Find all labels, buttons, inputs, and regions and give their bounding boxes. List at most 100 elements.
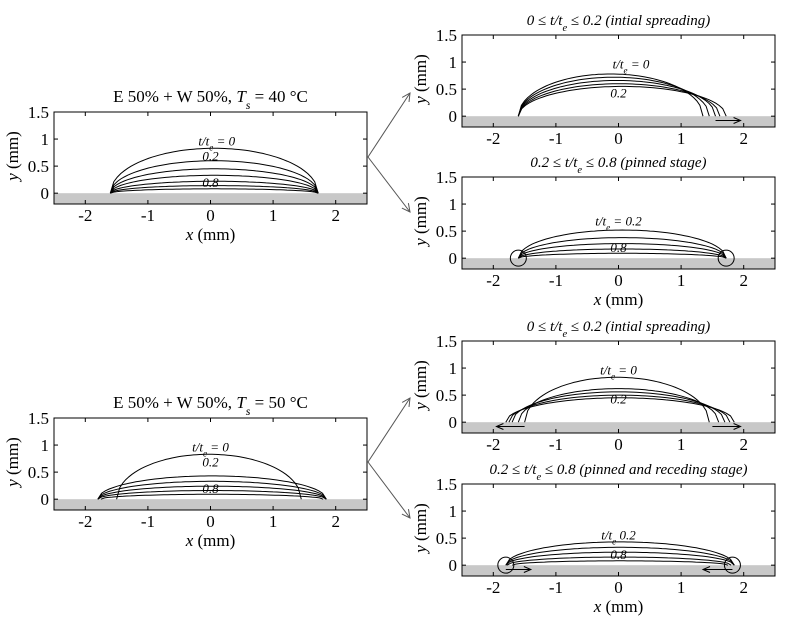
droplet-profile-4	[517, 83, 721, 117]
curve-label: 0.2	[202, 454, 219, 469]
y-tick-label: 1	[449, 53, 458, 72]
chart-title-part: 0.2 ≤	[530, 155, 564, 171]
y-tick-label: 0	[449, 413, 458, 432]
curve-label-part: e	[209, 142, 213, 152]
x-axis-label: x (mm)	[185, 531, 236, 550]
droplet-profile-5	[518, 252, 727, 259]
droplet-profile-1	[116, 453, 302, 500]
connector-arrow-top-upper-head	[401, 92, 411, 103]
y-tick-label: 0	[449, 249, 458, 268]
y-tick-label: 1.5	[436, 168, 457, 187]
droplet-profile-6	[110, 185, 319, 194]
curve-label-part: e	[612, 536, 616, 546]
y-tick-label: 1	[449, 502, 458, 521]
x-axis-label-part: (mm)	[193, 225, 235, 244]
y-tick-label: 1.5	[28, 103, 49, 122]
droplet-profile-1	[517, 73, 704, 117]
chart-title-part: e	[536, 472, 541, 483]
droplet-profile-5	[517, 85, 727, 117]
chart-title-part: e	[577, 165, 582, 176]
connector-arrow-bottom-upper-head	[401, 397, 411, 408]
x-tick-label: -1	[549, 129, 563, 148]
curve-label-part: t/t	[595, 213, 606, 228]
y-axis-label-part: (mm)	[3, 131, 22, 173]
y-tick-label: 0	[449, 556, 458, 575]
contact-line-circle-2	[717, 249, 735, 267]
x-tick-label: 1	[269, 512, 278, 531]
x-tick-label: 2	[331, 512, 340, 531]
droplet-profile-2	[97, 475, 327, 500]
y-tick-label: 0.5	[436, 222, 457, 241]
spreading-arrow-1	[505, 566, 533, 573]
chart-title-part: e	[562, 23, 567, 34]
connector-arrow-top-lower-head	[401, 203, 411, 213]
connector-arrow-top-lower	[367, 156, 411, 213]
x-tick-label: 0	[206, 512, 215, 531]
droplet-profile-3	[505, 551, 735, 566]
y-axis-label: y (mm)	[411, 503, 430, 555]
curve-label-part: 0.2	[202, 148, 219, 163]
y-tick-label: 1	[449, 359, 458, 378]
curve-label-part: = 0.2	[610, 213, 642, 228]
curve-label-part: e	[203, 448, 207, 458]
x-tick-label: 0	[614, 129, 623, 148]
y-axis-label-part: (mm)	[411, 196, 430, 238]
curve-label: 0.8	[202, 481, 219, 496]
y-axis-label-part: (mm)	[411, 503, 430, 545]
x-axis-label-part: (mm)	[193, 531, 235, 550]
droplet-profile-2	[517, 237, 727, 259]
droplet-profile-1	[524, 376, 710, 423]
chart-title-part: 0 ≤	[527, 13, 550, 29]
chart-title: 0.2 ≤ t/te ≤ 0.8 (pinned stage)	[530, 155, 706, 176]
curve-label-part: t/t	[600, 362, 611, 377]
curve-label-part: t/t	[198, 133, 209, 148]
curve-label-part: = 0	[615, 362, 637, 377]
curve-label-part: 0.2	[202, 454, 219, 469]
curve-label-part: 0.8	[610, 240, 627, 255]
contact-line-circle-2	[723, 556, 741, 574]
contact-line-circle-1	[497, 556, 515, 574]
curve-label: 0.2	[610, 85, 627, 100]
y-tick-label: 1	[41, 436, 50, 455]
chart-title-part: E 50% + W 50%,	[113, 87, 236, 106]
x-axis-label: x (mm)	[185, 225, 236, 244]
substrate-band	[462, 116, 775, 127]
droplet-profile-3	[97, 480, 327, 500]
curve-label: 0.2	[202, 148, 219, 163]
curve-label: t/te = 0	[198, 133, 235, 152]
y-tick-label: 1.5	[436, 26, 457, 45]
curve-label-part: = 0	[628, 56, 650, 71]
x-tick-label: -2	[486, 271, 500, 290]
x-tick-label: -2	[486, 435, 500, 454]
y-tick-label: 1.5	[28, 409, 49, 428]
x-tick-label: 1	[677, 578, 686, 597]
spreading-arrow-2	[701, 566, 733, 573]
droplet-profile-4	[506, 556, 732, 566]
chart-title: E 50% + W 50%, Ts = 50 °C	[113, 393, 308, 418]
curve-label-part: t/t	[192, 439, 203, 454]
y-tick-label: 1	[41, 130, 50, 149]
x-tick-label: -2	[486, 129, 500, 148]
connector-arrow-bottom-lower	[367, 461, 411, 519]
y-axis-label-part: y	[411, 238, 430, 248]
x-tick-label: -1	[141, 206, 155, 225]
x-tick-label: 0	[614, 435, 623, 454]
curve-label-part: = 0	[213, 133, 235, 148]
curve-label-part: 0.8	[202, 481, 219, 496]
x-tick-label: 2	[739, 578, 748, 597]
droplet-profile-5	[109, 180, 319, 194]
x-axis-label-part: x	[185, 531, 194, 550]
curve-label-part: 0.2	[610, 391, 627, 406]
x-tick-label: 2	[331, 206, 340, 225]
y-tick-label: 0	[41, 490, 50, 509]
droplet-profile-1	[505, 541, 735, 566]
x-tick-label: 0	[614, 578, 623, 597]
x-tick-label: -1	[549, 271, 563, 290]
substrate-band	[462, 258, 775, 269]
droplet-profile-5	[511, 560, 729, 566]
y-tick-label: 0.5	[436, 80, 457, 99]
y-axis-label: y (mm)	[3, 437, 22, 489]
x-tick-label: 1	[677, 435, 686, 454]
